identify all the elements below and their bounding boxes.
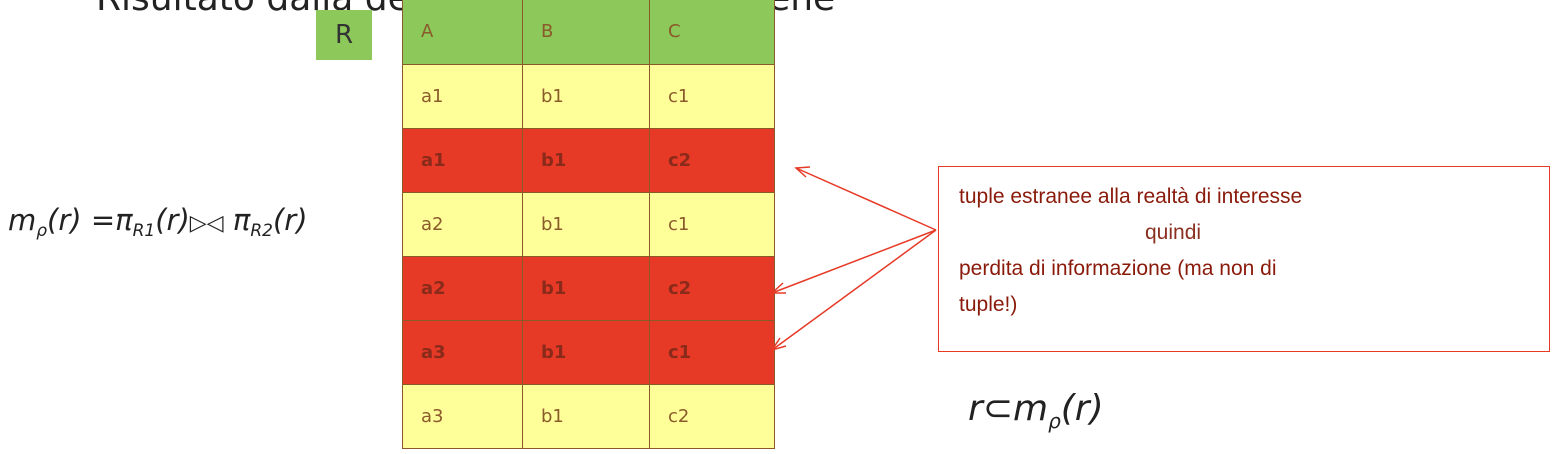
table-cell: c1	[649, 192, 775, 257]
arrowhead-row-5	[770, 337, 787, 352]
table-header-row: A B C	[402, 0, 775, 65]
decomposition-join-formula: mρ(r) =πR1(r)▷◁ πR2(r)	[8, 203, 308, 241]
table-cell: c2	[649, 256, 775, 321]
formula-arg-2: (r)	[272, 203, 308, 237]
note-line-3: perdita di informazione (ma non di	[959, 257, 1277, 280]
table-cell: c2	[649, 384, 775, 449]
relation-name-label: R	[316, 10, 372, 60]
table-cell: a2	[402, 256, 523, 321]
arrowhead-row-4	[770, 282, 786, 294]
table-cell: b1	[522, 192, 650, 257]
subset-symbol: ⊂	[982, 388, 1013, 429]
formula-pi-2: π	[232, 203, 251, 237]
table-cell: a3	[402, 320, 523, 385]
containment-arg: (r)	[1060, 388, 1104, 429]
arrow-to-row-4	[771, 229, 937, 294]
natural-join-operator: ▷◁	[189, 211, 224, 236]
containment-rho: ρ	[1048, 409, 1061, 433]
arrowhead-row-2	[794, 166, 811, 178]
formula-lhs-arg: (r) =	[47, 203, 116, 237]
table-cell: a1	[402, 128, 523, 193]
containment-formula: r⊂mρ(r)	[968, 388, 1104, 433]
arrow-to-row-2	[795, 167, 937, 231]
note-line-4: tuple!)	[959, 293, 1018, 316]
column-header: A	[402, 0, 523, 65]
formula-pi-1: π	[115, 203, 133, 237]
table-cell: c1	[649, 64, 775, 129]
containment-m: m	[1012, 388, 1049, 429]
formula-rho: ρ	[36, 221, 48, 241]
formula-r2: R2	[250, 221, 273, 241]
column-header: B	[522, 0, 650, 65]
table-cell: b1	[522, 128, 650, 193]
table-cell: b1	[522, 320, 650, 385]
table-cell: b1	[522, 384, 650, 449]
note-line-1: tuple estranee alla realtà di interesse	[959, 185, 1303, 208]
containment-r: r	[968, 388, 983, 429]
table-cell: c2	[649, 128, 775, 193]
arrow-to-row-5	[771, 229, 937, 351]
column-header: C	[649, 0, 775, 65]
note-line-2: quindi	[1145, 221, 1202, 244]
table-cell: b1	[522, 256, 650, 321]
table-cell: a1	[402, 64, 523, 129]
formula-r1: R1	[132, 221, 156, 241]
formula-arg-1: (r)	[155, 203, 190, 237]
formula-m: m	[8, 203, 37, 237]
spurious-tuples-note: tuple estranee alla realtà di interesse …	[938, 166, 1550, 352]
table-cell: a2	[402, 192, 523, 257]
table-cell: c1	[649, 320, 775, 385]
